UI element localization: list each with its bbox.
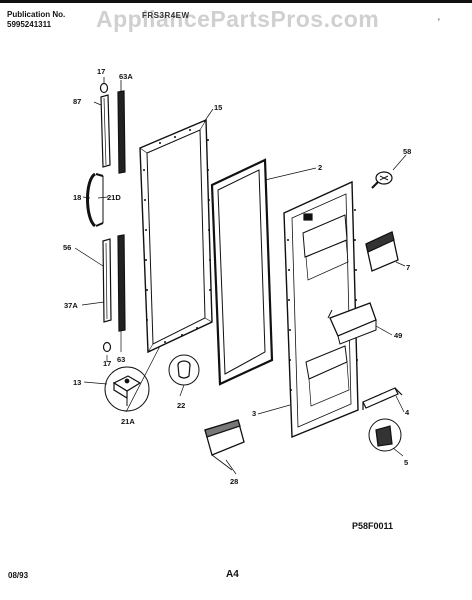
callout-58: 58 bbox=[403, 147, 411, 156]
callout-63a: 63A bbox=[119, 72, 133, 81]
page-number: A4 bbox=[226, 569, 239, 580]
callout-56: 56 bbox=[63, 243, 71, 252]
corner-mark: ' bbox=[438, 17, 440, 27]
callout-3: 3 bbox=[252, 409, 256, 418]
callout-21a: 21A bbox=[121, 417, 135, 426]
part-13-hinge bbox=[104, 366, 150, 412]
callout-15: 15 bbox=[214, 103, 222, 112]
revision-date: 08/93 bbox=[8, 571, 29, 580]
part-4-bracket bbox=[362, 387, 403, 410]
part-87-upper-trim bbox=[100, 94, 111, 168]
callout-21d: 21D bbox=[107, 193, 121, 202]
part-5-filler bbox=[368, 418, 402, 452]
callout-17-top: 17 bbox=[97, 67, 105, 76]
top-border bbox=[0, 0, 472, 3]
callout-28: 28 bbox=[230, 477, 238, 486]
callout-49: 49 bbox=[394, 331, 402, 340]
callout-63: 63 bbox=[117, 355, 125, 364]
part-28-dairy-tray bbox=[204, 419, 245, 471]
part-58-screw bbox=[371, 171, 393, 189]
callout-87: 87 bbox=[73, 97, 81, 106]
callout-37a: 37A bbox=[64, 301, 78, 310]
part-2-door-gasket bbox=[210, 158, 274, 386]
part-17-bottom-cap bbox=[102, 341, 112, 353]
part-63a-strip bbox=[117, 80, 126, 174]
part-3-inner-liner bbox=[283, 180, 359, 439]
callout-13: 13 bbox=[73, 378, 81, 387]
part-56-lower-trim bbox=[102, 238, 112, 323]
part-22-cam bbox=[168, 354, 200, 386]
callout-17-bottom: 17 bbox=[103, 359, 111, 368]
watermark: AppliancePartsPros.com bbox=[96, 6, 380, 32]
callout-5: 5 bbox=[404, 458, 408, 467]
part-63-strip-lower bbox=[117, 234, 126, 332]
part-49-shelf-bin bbox=[327, 302, 377, 345]
callout-18: 18 bbox=[73, 193, 81, 202]
publication-number: 5995241311 bbox=[7, 20, 52, 29]
diagram-code: P58F0011 bbox=[352, 521, 394, 531]
part-17-top-cap bbox=[99, 77, 109, 94]
model-number: FRS3R4EW bbox=[142, 11, 190, 20]
part-15-door-panel bbox=[139, 118, 213, 354]
callout-2: 2 bbox=[318, 163, 322, 172]
publication-label: Publication No. bbox=[7, 10, 66, 19]
part-18-handle bbox=[86, 172, 104, 228]
callout-7: 7 bbox=[406, 263, 410, 272]
part-7-door-bin bbox=[365, 231, 399, 272]
callout-22: 22 bbox=[177, 401, 185, 410]
callout-4: 4 bbox=[405, 408, 410, 417]
